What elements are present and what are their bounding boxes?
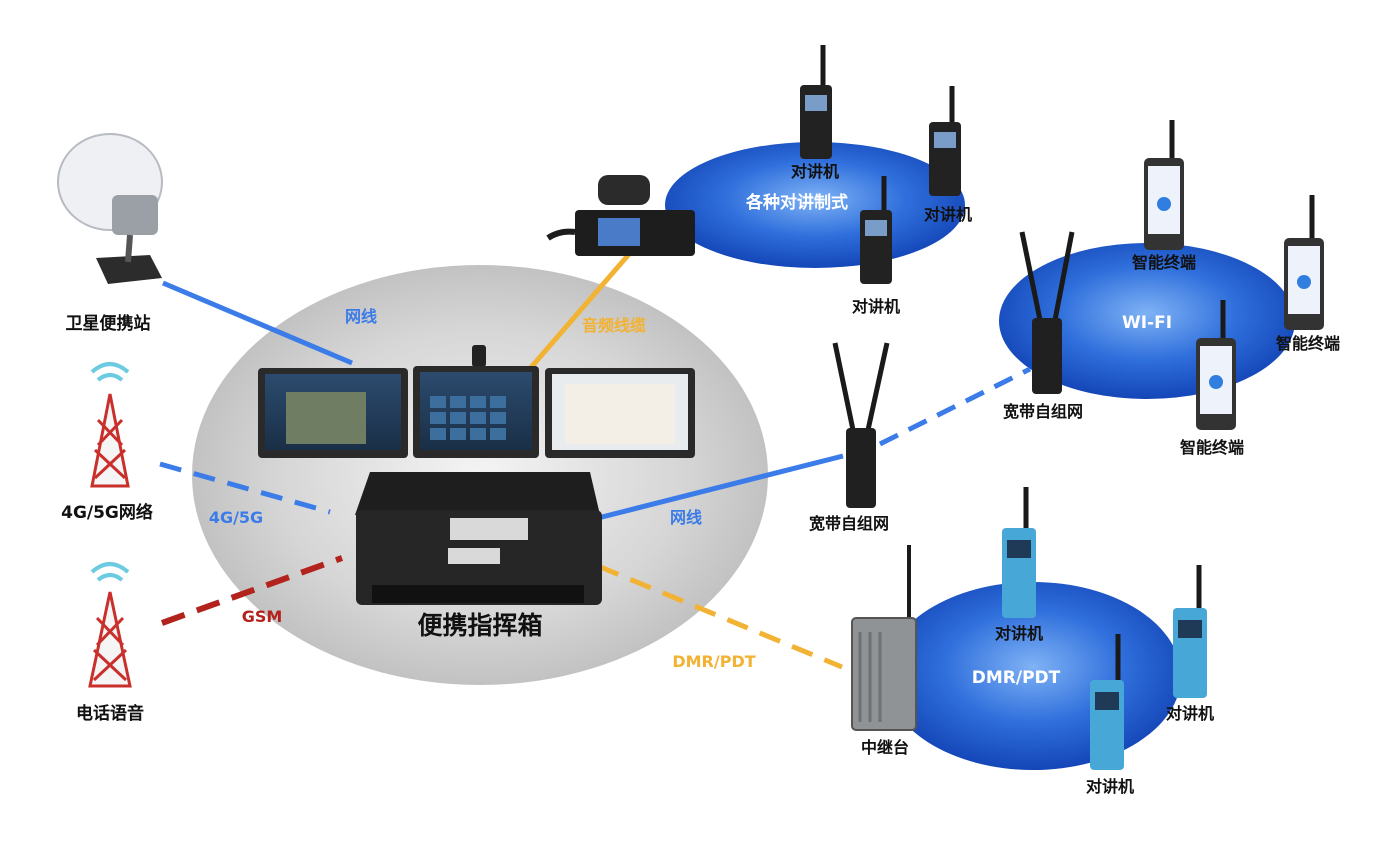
handheld-radio-icon [929, 86, 961, 196]
cell-tower-icon [90, 362, 130, 488]
gsm-link-line [160, 555, 344, 626]
intercom-radio-label-1: 对讲机 [791, 162, 839, 181]
intercom-radio-label-2: 对讲机 [924, 205, 972, 224]
intercom-group-title: 各种对讲制式 [745, 192, 848, 213]
mesh-radio-icon [1019, 231, 1075, 394]
smart-terminal-label-3: 智能终端 [1180, 438, 1244, 457]
mesh-wifi-label: 宽带自组网 [1003, 402, 1083, 421]
smart-terminal-icon [1144, 120, 1184, 250]
vehicle-radio-icon [546, 175, 695, 256]
phone-voice-label: 电话语音 [76, 703, 144, 724]
satellite-dish-icon [57, 133, 163, 284]
smart-terminal-label-2: 智能终端 [1276, 334, 1340, 353]
smart-terminal-icon [1196, 300, 1236, 430]
cellular-link-line [159, 461, 331, 515]
center-title: 便携指挥箱 [417, 611, 542, 640]
mesh-radio-icon [832, 342, 890, 508]
mesh-net-link-label: 网线 [670, 508, 702, 527]
dmr-radio-icon [1002, 487, 1036, 618]
repeater-label: 中继台 [861, 738, 909, 757]
audio-cable-line [525, 251, 632, 374]
dmr-radio-label-1: 对讲机 [995, 624, 1043, 643]
cellular-link-label: 4G/5G [209, 508, 263, 527]
repeater-icon [851, 545, 917, 731]
portable-command-box-icon [258, 345, 695, 605]
satellite-link-label: 网线 [345, 307, 377, 326]
mesh-wifi-link-line [878, 366, 1032, 447]
satellite-link-line [162, 280, 353, 366]
satellite-label: 卫星便携站 [66, 313, 151, 334]
smart-terminal-label-1: 智能终端 [1132, 253, 1196, 272]
dmr-link-line [597, 563, 843, 670]
dmr-link-label: DMR/PDT [672, 652, 755, 671]
mesh-label: 宽带自组网 [809, 514, 889, 533]
dmr-group-title: DMR/PDT [972, 668, 1061, 688]
intercom-radio-label-3: 对讲机 [852, 297, 900, 316]
dmr-radio-icon [1173, 565, 1207, 698]
dmr-radio-label-2: 对讲机 [1166, 704, 1214, 723]
handheld-radio-icon [860, 176, 892, 284]
handheld-radio-icon [800, 45, 832, 159]
audio-cable-label: 音频线缆 [582, 316, 646, 335]
smart-terminal-icon [1284, 195, 1324, 330]
cellular-network-label: 4G/5G网络 [61, 502, 153, 523]
mesh-net-line [597, 453, 844, 521]
gsm-link-label: GSM [242, 607, 283, 626]
dmr-radio-label-3: 对讲机 [1086, 777, 1134, 796]
wifi-group-title: WI-FI [1122, 313, 1172, 333]
dmr-radio-icon [1090, 634, 1124, 770]
phone-tower-icon [88, 562, 132, 688]
